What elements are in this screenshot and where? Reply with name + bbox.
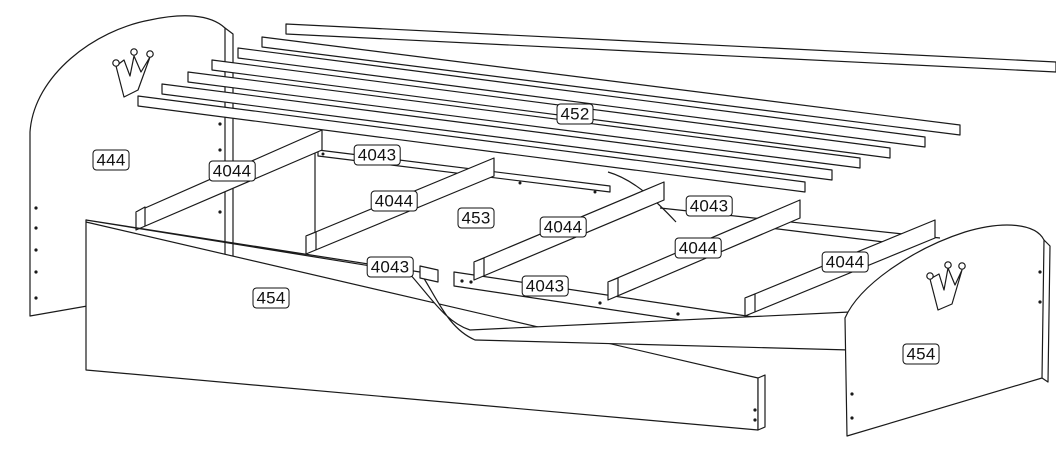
label-crossbar-1: 4044: [208, 160, 256, 182]
label-rail-front-right: 4043: [521, 275, 569, 297]
side-panel-holes: [753, 408, 757, 422]
crown-icon: [926, 261, 966, 311]
side-panel-end: [757, 374, 766, 431]
slat: [285, 23, 1056, 73]
label-rail-back: 4043: [353, 144, 401, 166]
headboard-edge: [224, 27, 234, 282]
slats: [137, 23, 1056, 193]
crown-icon: [112, 48, 154, 98]
label-rail-front-left: 4043: [366, 256, 414, 278]
back-rail-holes: [321, 152, 597, 194]
label-headboard: 444: [92, 149, 130, 171]
rail-connector-block: [419, 265, 439, 283]
label-footboard: 454: [902, 343, 940, 365]
label-crossbar-4: 4044: [674, 237, 722, 259]
slat: [187, 71, 861, 169]
slat: [137, 95, 806, 193]
label-rail-mid-right: 4043: [685, 195, 733, 217]
label-side-panel: 454: [252, 287, 290, 309]
footboard-holes: [850, 270, 1042, 420]
label-slat-frame: 453: [457, 207, 495, 229]
footboard-panel: [844, 224, 1045, 437]
slat: [237, 47, 926, 148]
slat: [261, 36, 961, 136]
slat: [211, 59, 891, 159]
label-crossbar-2: 4044: [370, 190, 418, 212]
footboard-edge: [1041, 239, 1051, 383]
label-crossbar-3: 4044: [539, 216, 587, 238]
label-crossbar-5: 4044: [821, 251, 869, 273]
label-slats: 452: [556, 103, 594, 125]
slat: [161, 83, 833, 181]
